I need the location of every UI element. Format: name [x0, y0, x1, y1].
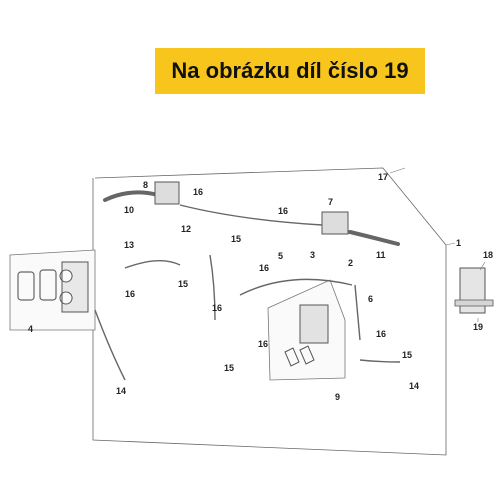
callout-19: 19: [473, 322, 483, 332]
callout-16-b: 16: [278, 206, 288, 216]
callout-9: 9: [335, 392, 340, 402]
callout-14-right: 14: [409, 381, 419, 391]
brake-hose-lower: [359, 359, 401, 363]
callout-13: 13: [124, 240, 134, 250]
callout-4: 4: [28, 324, 33, 334]
lower-caliper-body: [299, 304, 329, 344]
callout-11: 11: [376, 250, 386, 260]
brake-hose-mid: [239, 278, 353, 296]
banner-text: Na obrázku díl číslo 19: [171, 58, 409, 83]
callout-7: 7: [328, 197, 333, 207]
callout-16-a: 16: [193, 187, 203, 197]
part-19-plate: [454, 299, 494, 307]
callout-17: 17: [378, 172, 388, 182]
brake-hose-left: [124, 260, 181, 269]
right-master-cylinder: [321, 211, 349, 235]
brake-hose-center: [209, 254, 216, 321]
lower-brake-pads: [284, 345, 315, 367]
brake-pad-right: [39, 269, 57, 301]
left-master-cylinder: [154, 181, 180, 205]
callout-18: 18: [483, 250, 493, 260]
left-caliper-body: [59, 261, 89, 313]
brake-hose-right: [354, 284, 361, 341]
callout-15-c: 15: [224, 363, 234, 373]
callout-1: 1: [456, 238, 461, 248]
callout-16-g: 16: [376, 329, 386, 339]
brake-hose-top: [179, 204, 323, 226]
callout-15-b: 15: [231, 234, 241, 244]
callout-16-d: 16: [259, 263, 269, 273]
brake-pad-left: [17, 271, 35, 301]
callout-15-d: 15: [402, 350, 412, 360]
callout-15-a: 15: [178, 279, 188, 289]
callout-8: 8: [143, 180, 148, 190]
diagram-frame: [92, 167, 447, 456]
part-number-banner: Na obrázku díl číslo 19: [155, 48, 425, 94]
callout-14-left: 14: [116, 386, 126, 396]
callout-16-f: 16: [258, 339, 268, 349]
right-brake-lever: [348, 230, 400, 246]
callout-3: 3: [310, 250, 315, 260]
callout-6: 6: [368, 294, 373, 304]
left-brake-lever: [103, 190, 160, 202]
callout-12: 12: [181, 224, 191, 234]
brake-hose-bottom-left: [94, 309, 126, 381]
callout-5: 5: [278, 251, 283, 261]
callout-2: 2: [348, 258, 353, 268]
callout-10: 10: [124, 205, 134, 215]
callout-16-c: 16: [125, 289, 135, 299]
callout-16-e: 16: [212, 303, 222, 313]
